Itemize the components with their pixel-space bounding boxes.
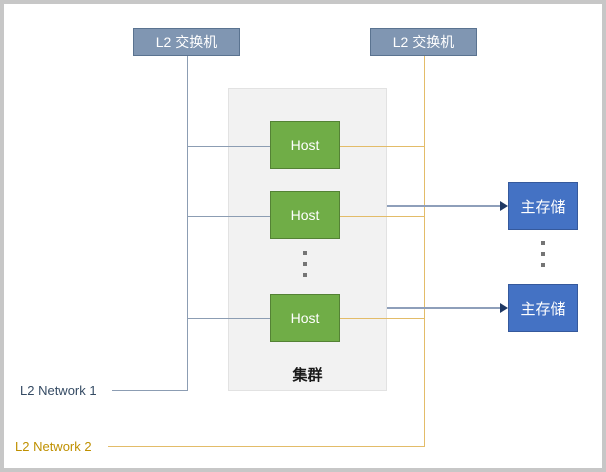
l2-switch-right-label: L2 交换机 bbox=[392, 34, 455, 50]
cluster-label: 集群 bbox=[292, 367, 323, 384]
host-2: Host bbox=[270, 191, 340, 239]
storage2-arrow-line bbox=[387, 307, 500, 309]
network2-label-line bbox=[108, 446, 424, 447]
host-1: Host bbox=[270, 121, 340, 169]
dot bbox=[541, 241, 545, 245]
host-3-label: Host bbox=[290, 310, 320, 326]
network2-label: L2 Network 2 bbox=[15, 439, 92, 454]
network1-branch-host1 bbox=[187, 146, 270, 147]
l2-switch-left-label: L2 交换机 bbox=[155, 34, 218, 50]
network2-branch-host3 bbox=[340, 318, 424, 319]
dot bbox=[303, 251, 307, 255]
l2-switch-left: L2 交换机 bbox=[133, 28, 240, 56]
dot bbox=[303, 262, 307, 266]
network2-trunk-line bbox=[424, 56, 425, 447]
network2-branch-host1 bbox=[340, 146, 424, 147]
host-2-label: Host bbox=[290, 207, 320, 223]
l2-switch-right: L2 交换机 bbox=[370, 28, 477, 56]
network1-branch-host3 bbox=[187, 318, 270, 319]
network1-branch-host2 bbox=[187, 216, 270, 217]
network1-trunk-line bbox=[187, 56, 188, 391]
storage-1: 主存储 bbox=[508, 182, 578, 230]
storages-ellipsis-icon bbox=[541, 241, 545, 267]
storage2-arrowhead-icon bbox=[500, 303, 508, 313]
storage-2-label: 主存储 bbox=[520, 300, 566, 318]
network2-branch-host2 bbox=[340, 216, 424, 217]
host-1-label: Host bbox=[290, 137, 320, 153]
dot bbox=[541, 263, 545, 267]
storage-2: 主存储 bbox=[508, 284, 578, 332]
host-3: Host bbox=[270, 294, 340, 342]
dot bbox=[303, 273, 307, 277]
storage1-arrowhead-icon bbox=[500, 201, 508, 211]
storage-1-label: 主存储 bbox=[520, 198, 566, 216]
network1-label-line bbox=[112, 390, 188, 391]
network1-label: L2 Network 1 bbox=[20, 383, 97, 398]
storage1-arrow-line bbox=[387, 205, 500, 207]
dot bbox=[541, 252, 545, 256]
hosts-ellipsis-icon bbox=[303, 251, 307, 277]
